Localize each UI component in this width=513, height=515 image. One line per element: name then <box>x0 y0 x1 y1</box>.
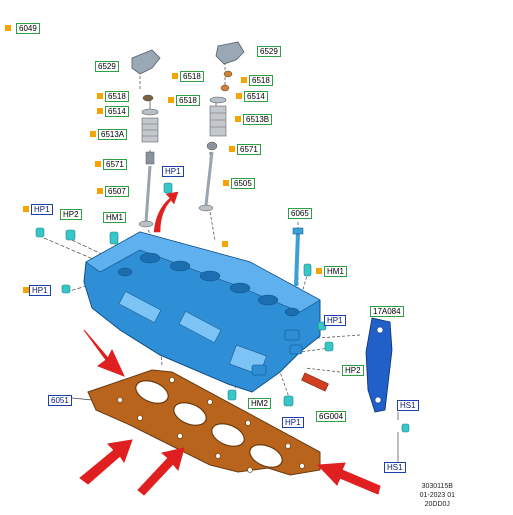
marker-center <box>222 241 228 247</box>
sensor-6g004 <box>301 372 329 392</box>
callout-17a084: 17A084 <box>370 306 404 317</box>
left-valve-stack <box>131 49 161 228</box>
callout-6518-r2: 6518 <box>249 75 273 86</box>
marker-6518-l2 <box>168 97 174 103</box>
callout-6514-right: 6514 <box>244 91 268 102</box>
marker-6571-right <box>229 146 235 152</box>
red-arrows <box>79 191 381 496</box>
callout-6505: 6505 <box>231 178 255 189</box>
right-valve-stack <box>198 41 245 212</box>
marker-6518-r1 <box>172 73 178 79</box>
callout-6507: 6507 <box>105 186 129 197</box>
callout-hm1-right: HM1 <box>324 266 347 277</box>
callout-hm1-left: HM1 <box>103 212 126 223</box>
doc-ref-line-1: 3030115B <box>421 483 453 490</box>
callout-hp1-valve: HP1 <box>162 166 184 177</box>
callout-6571-right: 6571 <box>237 144 261 155</box>
marker-6518-r2 <box>241 77 247 83</box>
head-bolt <box>292 227 304 287</box>
callout-6g004: 6G004 <box>316 411 347 422</box>
callout-6529-left: 6529 <box>95 61 119 72</box>
marker-6571-left <box>95 161 101 167</box>
cylinder-head <box>83 231 321 393</box>
doc-ref-line-3: 20DD0J <box>424 501 450 508</box>
callout-6513b: 6513B <box>243 114 273 125</box>
marker-hm1-right <box>316 268 322 274</box>
marker-6513a <box>90 131 96 137</box>
marker-6518-l1 <box>97 93 103 99</box>
callout-hs1-bottom: HS1 <box>384 462 406 473</box>
plugs <box>35 182 410 433</box>
callout-6518-r1: 6518 <box>180 71 204 82</box>
callout-6518-l1: 6518 <box>105 91 129 102</box>
callout-hp1-left-bottom: HP1 <box>29 285 51 296</box>
callout-6513a: 6513A <box>98 129 128 140</box>
marker-6505 <box>223 180 229 186</box>
callout-6049: 6049 <box>16 23 40 34</box>
marker-6049 <box>5 25 11 31</box>
callout-6529-right: 6529 <box>257 46 281 57</box>
callout-6051: 6051 <box>48 395 72 406</box>
document-reference: 3030115B 01-2023 01 20DD0J <box>420 482 455 509</box>
callout-hp1-left-top: HP1 <box>31 204 53 215</box>
cylinder-head-gasket <box>87 369 321 476</box>
callout-6518-l2: 6518 <box>176 95 200 106</box>
marker-6513b <box>235 116 241 122</box>
marker-6514-right <box>236 93 242 99</box>
marker-hp1-left-bottom <box>23 287 29 293</box>
callout-6514-left: 6514 <box>105 106 129 117</box>
callout-hm2: HM2 <box>248 398 271 409</box>
callout-6065: 6065 <box>288 208 312 219</box>
callout-hs1-top: HS1 <box>397 400 419 411</box>
callout-hp2-right: HP2 <box>342 365 364 376</box>
lifting-bracket <box>365 317 393 413</box>
callout-hp1-right: HP1 <box>324 315 346 326</box>
marker-6507 <box>97 188 103 194</box>
callout-hp2-left: HP2 <box>60 209 82 220</box>
doc-ref-line-2: 01-2023 01 <box>419 492 455 499</box>
callout-6571-left: 6571 <box>103 159 127 170</box>
marker-hp1-left-top <box>23 206 29 212</box>
callout-hp1-bottom: HP1 <box>282 417 304 428</box>
marker-6514-left <box>97 108 103 114</box>
